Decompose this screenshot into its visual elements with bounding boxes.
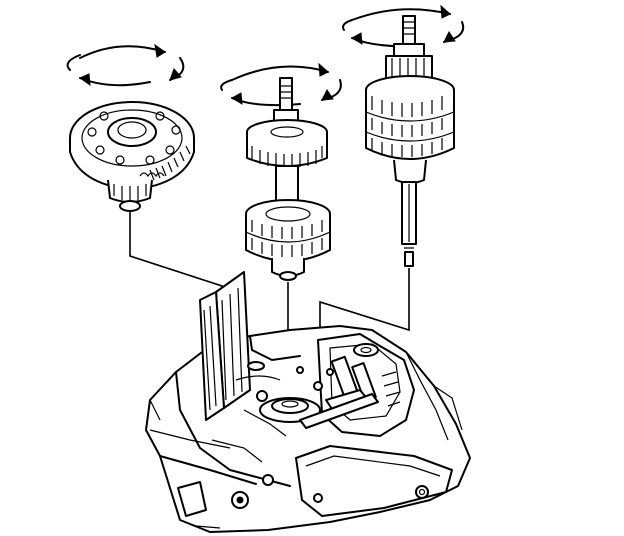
rotation-arrows-differential: [66, 43, 185, 87]
input-shaft-assembly: [365, 15, 455, 267]
rotation-arrows-input-shaft: [342, 4, 465, 48]
differential-assembly: [69, 101, 195, 212]
transaxle-case: [145, 271, 471, 533]
output-shaft-assembly: [245, 77, 331, 281]
